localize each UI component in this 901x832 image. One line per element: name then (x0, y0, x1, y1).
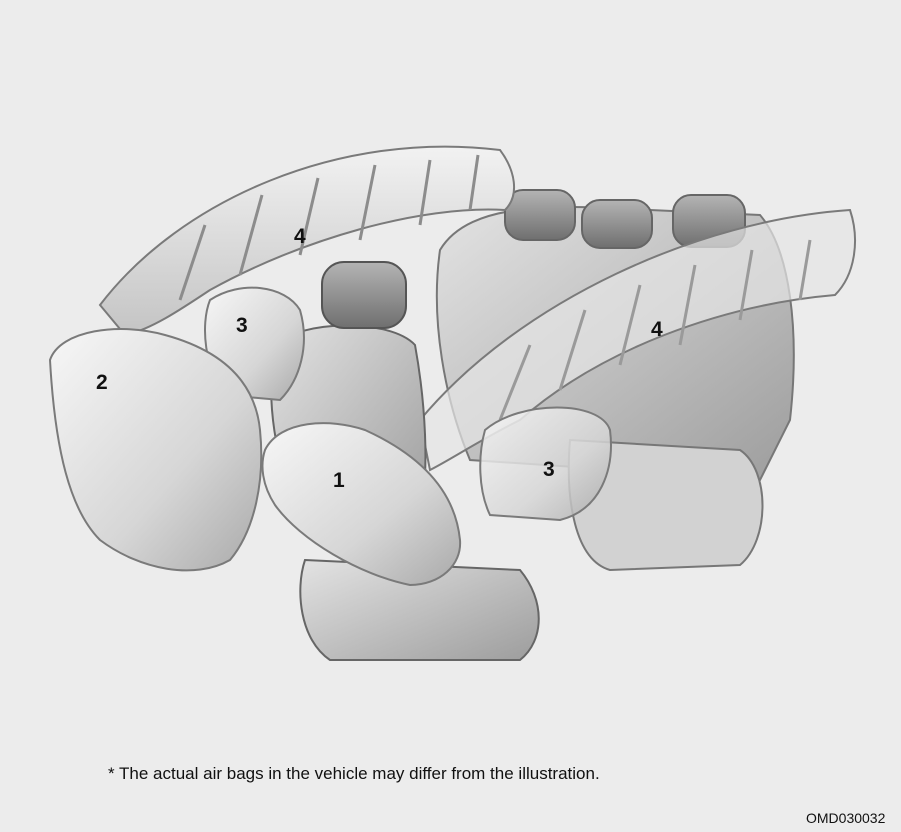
rear-headrest-left (505, 190, 575, 240)
rear-headrest-center (582, 200, 652, 248)
label-rear-curtain-airbag: 4 (651, 318, 663, 341)
label-front-curtain-airbag: 4 (294, 225, 306, 248)
label-driver-front-airbag: 1 (333, 469, 345, 492)
label-front-side-airbag: 3 (236, 314, 248, 337)
label-rear-side-airbag: 3 (543, 458, 555, 481)
label-passenger-front-airbag: 2 (96, 371, 108, 394)
figure-code: OMD030032 (806, 810, 901, 826)
front-headrest (322, 262, 406, 328)
illustration-footnote: * The actual air bags in the vehicle may… (108, 764, 600, 784)
